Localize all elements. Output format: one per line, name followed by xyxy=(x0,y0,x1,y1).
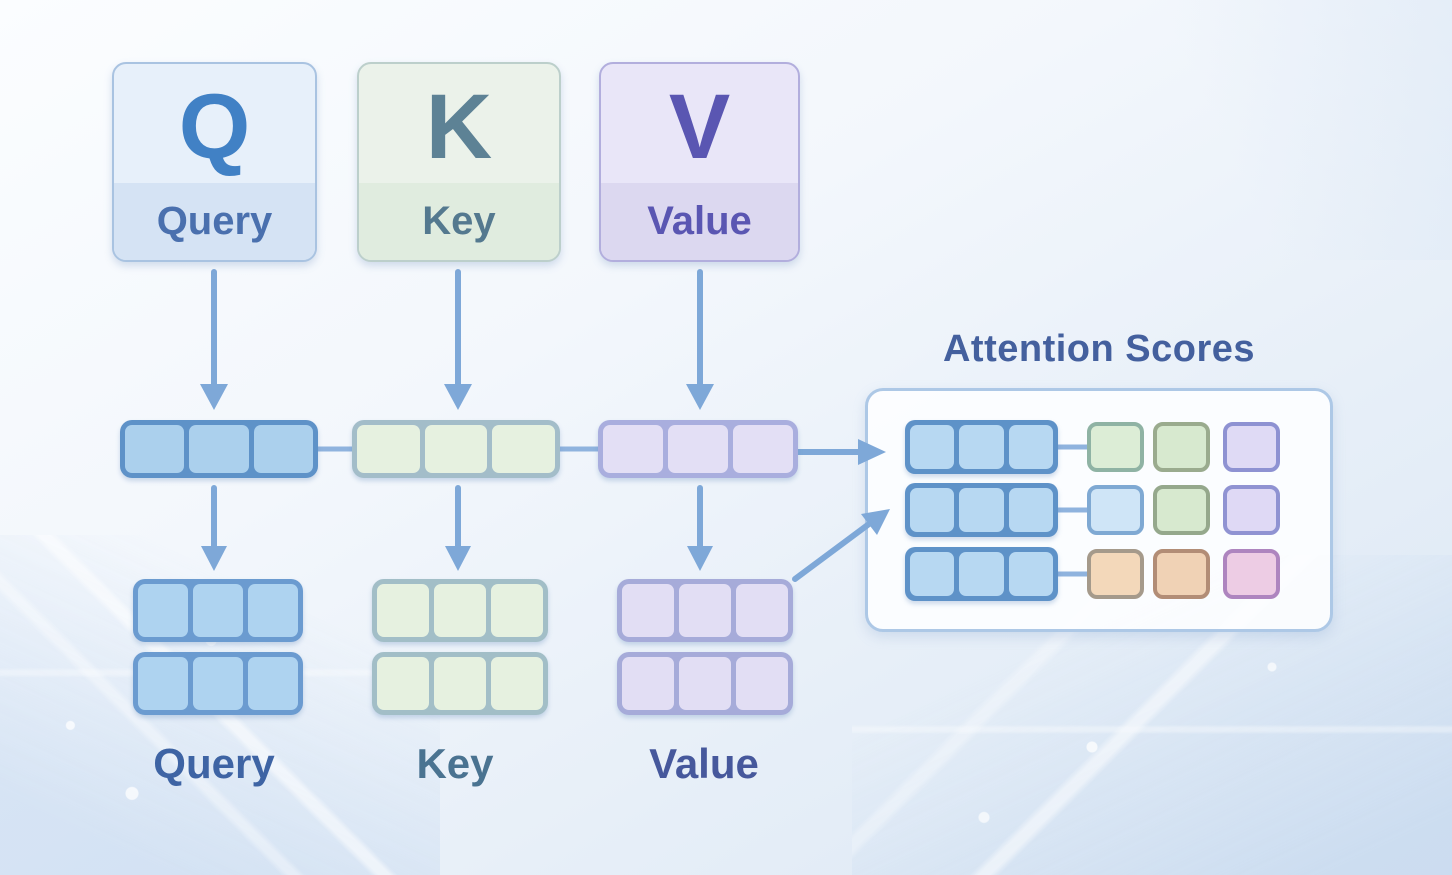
key-card-label: Key xyxy=(422,199,496,243)
matrix-cell xyxy=(377,657,429,710)
vector-cell xyxy=(733,425,793,473)
arrow-down-icon xyxy=(201,485,227,571)
matrix-cell xyxy=(491,584,543,637)
key-vector xyxy=(352,420,560,478)
attention-score-cell xyxy=(1087,422,1144,472)
score-query-vector xyxy=(905,547,1058,601)
vector-cell xyxy=(959,425,1004,469)
vector-cell xyxy=(959,552,1004,596)
query-card: Q Query xyxy=(112,62,317,262)
value-vector xyxy=(598,420,798,478)
key-card-band: Key xyxy=(359,183,559,260)
matrix-cell xyxy=(193,657,243,710)
corner-tint-top-right xyxy=(1152,0,1452,260)
matrix-cell xyxy=(377,584,429,637)
vector-cell xyxy=(910,552,955,596)
key-matrix-row xyxy=(372,652,548,715)
attention-score-cell xyxy=(1223,485,1280,535)
query-matrix-row xyxy=(133,579,303,642)
key-label: Key xyxy=(416,740,494,787)
matrix-cell xyxy=(193,584,243,637)
vector-cell xyxy=(603,425,663,473)
matrix-cell xyxy=(736,584,788,637)
vector-cell xyxy=(668,425,728,473)
matrix-cell xyxy=(491,657,543,710)
arrow-down-icon xyxy=(687,485,713,571)
vector-cell xyxy=(1008,425,1053,469)
score-query-vector xyxy=(905,483,1058,537)
vector-cell xyxy=(492,425,556,473)
matrix-cell xyxy=(248,584,298,637)
attention-score-cell xyxy=(1223,549,1280,599)
value-card-label: Value xyxy=(647,199,752,243)
query-letter: Q xyxy=(178,75,251,178)
matrix-cell xyxy=(736,657,788,710)
key-matrix-row xyxy=(372,579,548,642)
matrix-cell xyxy=(622,657,674,710)
vector-cell xyxy=(357,425,420,473)
attention-score-cell xyxy=(1153,549,1210,599)
query-card-label: Query xyxy=(156,199,273,243)
matrix-cell xyxy=(248,657,298,710)
vector-cell xyxy=(1008,552,1053,596)
vector-cell xyxy=(253,425,313,473)
value-letter: V xyxy=(668,75,731,178)
attention-score-cell xyxy=(1087,549,1144,599)
matrix-cell xyxy=(434,657,486,710)
query-label: Query xyxy=(153,740,275,787)
matrix-cell xyxy=(679,657,731,710)
matrix-cell xyxy=(138,584,188,637)
score-query-vector xyxy=(905,420,1058,474)
arrow-down-icon xyxy=(444,269,472,410)
key-card: K Key xyxy=(357,62,561,262)
query-card-band: Query xyxy=(114,183,315,260)
arrow-down-icon xyxy=(445,485,471,571)
value-matrix-row xyxy=(617,652,793,715)
attention-score-cell xyxy=(1087,485,1144,535)
attention-scores-title: Attention Scores xyxy=(942,328,1256,370)
matrix-cell xyxy=(622,584,674,637)
attention-score-cell xyxy=(1153,422,1210,472)
vector-cell xyxy=(910,425,955,469)
matrix-cell xyxy=(679,584,731,637)
vector-cell xyxy=(189,425,249,473)
attention-score-cell xyxy=(1153,485,1210,535)
vector-cell xyxy=(1008,488,1053,532)
query-matrix-row xyxy=(133,652,303,715)
matrix-cell xyxy=(434,584,486,637)
vector-cell xyxy=(125,425,185,473)
vector-cell xyxy=(959,488,1004,532)
value-matrix-row xyxy=(617,579,793,642)
attention-score-cell xyxy=(1223,422,1280,472)
vector-cell xyxy=(910,488,955,532)
value-label: Value xyxy=(649,740,759,787)
query-vector xyxy=(120,420,318,478)
value-card-band: Value xyxy=(601,183,798,260)
vector-cell xyxy=(424,425,488,473)
value-card: V Value xyxy=(599,62,800,262)
arrow-down-icon xyxy=(686,269,714,410)
arrow-down-icon xyxy=(200,269,228,410)
key-letter: K xyxy=(425,75,493,178)
matrix-cell xyxy=(138,657,188,710)
